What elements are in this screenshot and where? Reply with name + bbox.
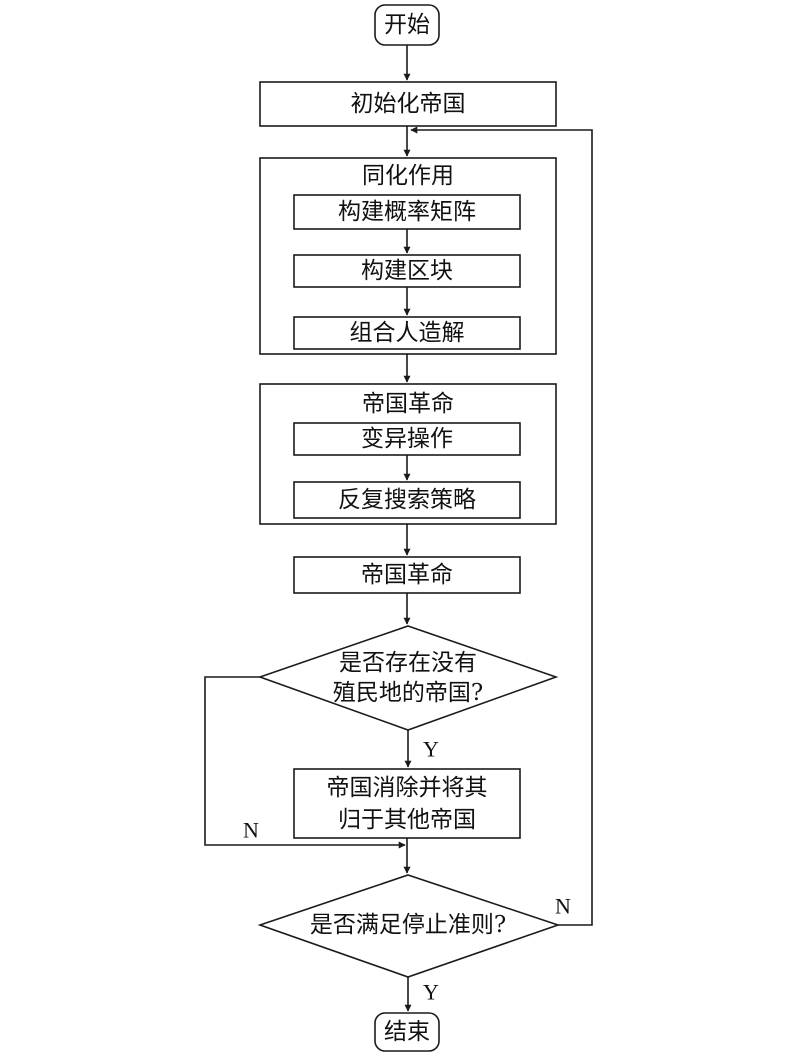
start-label: 开始 [384, 12, 430, 38]
mutation-label: 变异操作 [361, 426, 453, 452]
repeated-search-node [293, 481, 521, 519]
combine-artificial-solution-node [293, 316, 521, 350]
edge-decision2-no [410, 126, 593, 926]
end-label: 结束 [384, 1019, 430, 1045]
combine-artificial-solution-label: 组合人造解 [350, 320, 465, 346]
decision-no-colony-node [257, 625, 559, 731]
repeated-search-label: 反复搜索策略 [338, 487, 476, 513]
mutation-node [293, 422, 521, 456]
build-probability-matrix-node [293, 194, 521, 230]
end-node [374, 1012, 440, 1052]
init-empire-node [259, 81, 557, 127]
build-blocks-label: 构建区块 [361, 258, 453, 284]
revolution2-label: 帝国革命 [361, 562, 453, 588]
decision1-yes-label: Y [423, 737, 439, 762]
revolution-title: 帝国革命 [362, 391, 454, 417]
eliminate-empire-node [293, 768, 521, 839]
decision1-no-label: N [243, 818, 259, 843]
init-empire-label: 初始化帝国 [351, 91, 466, 117]
decision2-yes-label: Y [423, 980, 439, 1005]
decision-no-colony-line2: 殖民地的帝国? [333, 680, 483, 706]
decision-stop-criterion-label: 是否满足停止准则? [310, 912, 506, 938]
revolution2-node [293, 556, 521, 594]
eliminate-empire-line1: 帝国消除并将其 [327, 775, 488, 801]
assimilation-title: 同化作用 [362, 163, 454, 189]
eliminate-empire-line2: 归于其他帝国 [338, 807, 476, 833]
edge-decision1-no [204, 676, 406, 849]
decision2-no-label: N [555, 894, 571, 919]
build-probability-matrix-label: 构建概率矩阵 [338, 199, 476, 225]
decision-no-colony-line1: 是否存在没有 [339, 650, 477, 676]
